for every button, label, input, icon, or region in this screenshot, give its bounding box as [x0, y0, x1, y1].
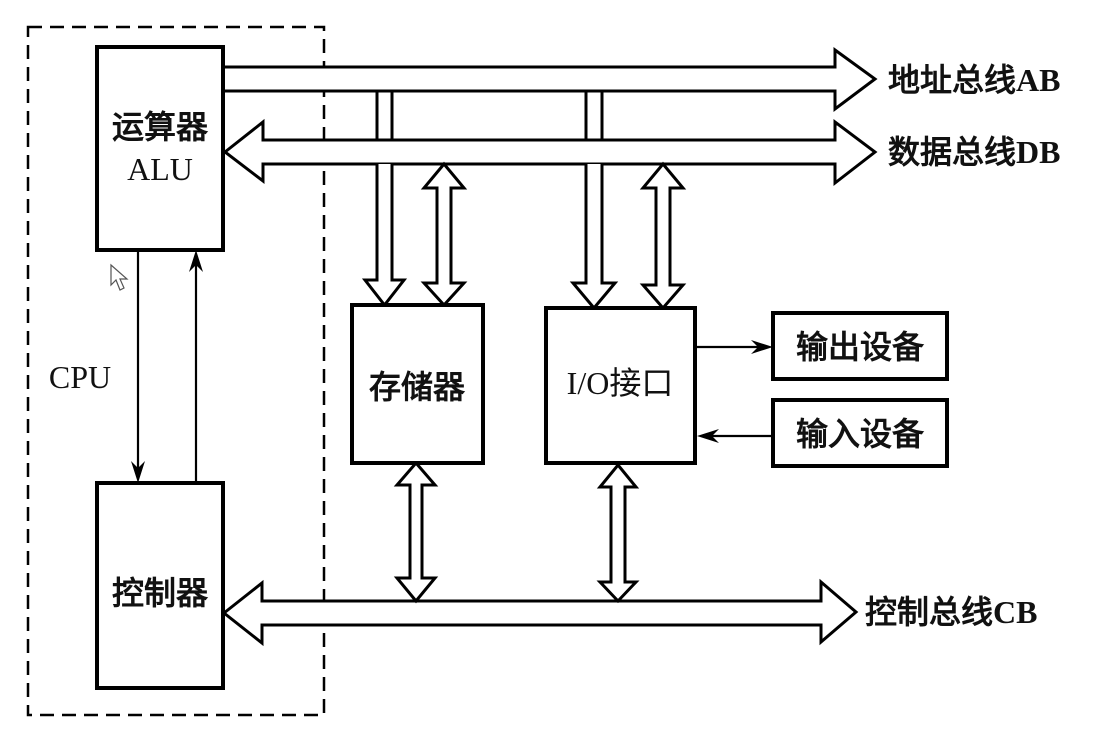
io-interface-box [544, 306, 697, 465]
address-to-memory-head [361, 164, 408, 308]
control-bus-label: 控制总线CB [865, 594, 1037, 630]
input-device-box [771, 398, 949, 468]
memory-control-double-arrow [393, 460, 439, 604]
controller-box [95, 481, 225, 690]
arrowhead-down-icon [131, 461, 145, 483]
cpu-dashed-boundary [26, 25, 326, 717]
input-to-io-arrow [697, 429, 773, 443]
address-to-io-arrow [569, 91, 619, 311]
arrowhead-up-icon [189, 250, 203, 272]
data-bus-arrow [222, 118, 878, 187]
alu-box [95, 45, 225, 252]
cpu-label: CPU [49, 359, 111, 395]
io-to-output-arrow [697, 340, 773, 354]
address-to-memory-arrow [361, 91, 408, 308]
output-device-label: 输出设备 [796, 329, 925, 365]
data-io-double-arrow [639, 161, 687, 311]
alu-label-cn: 运算器 [112, 109, 209, 145]
output-device-box [771, 311, 949, 381]
controller-label: 控制器 [112, 575, 209, 611]
io-control-double-arrow [596, 462, 640, 604]
data-memory-double-arrow [420, 161, 468, 308]
controller-to-alu-arrow [189, 250, 203, 483]
alu-to-controller-arrow [131, 250, 145, 483]
address-to-io-head [569, 164, 619, 311]
memory-label: 存储器 [369, 369, 466, 405]
io-interface-label: I/O接口 [567, 365, 674, 401]
arrowhead-right-icon [751, 340, 773, 354]
input-device-label: 输入设备 [796, 416, 925, 452]
control-bus-arrow [221, 578, 859, 647]
memory-box [350, 303, 485, 465]
address-bus-label: 地址总线AB [888, 62, 1060, 98]
mouse-pointer-icon [110, 263, 129, 291]
data-bus-label: 数据总线DB [888, 134, 1060, 170]
alu-label-en: ALU [127, 151, 193, 187]
address-bus-arrow [223, 47, 878, 112]
arrowhead-left-icon [697, 429, 719, 443]
